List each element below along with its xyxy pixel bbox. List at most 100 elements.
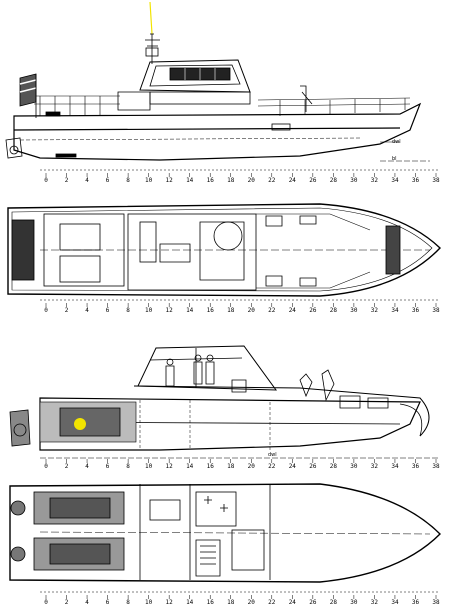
frame-label: 24 bbox=[289, 599, 297, 606]
frame-label: 32 bbox=[371, 599, 379, 606]
wheelhouse bbox=[139, 59, 251, 93]
frame-label: 6 bbox=[106, 307, 110, 314]
frame-label: 24 bbox=[289, 177, 297, 184]
frame-label: 30 bbox=[350, 177, 358, 184]
frame-label: 38 bbox=[432, 307, 440, 314]
frame-label: 14 bbox=[186, 307, 194, 314]
frame-label: 28 bbox=[330, 307, 338, 314]
frame-label: 16 bbox=[207, 599, 215, 606]
frame-label: 12 bbox=[166, 177, 174, 184]
inboard-hull bbox=[39, 397, 421, 451]
frame-label: 22 bbox=[268, 599, 276, 606]
frame-label: 36 bbox=[412, 463, 420, 470]
frame-label: 14 bbox=[186, 177, 194, 184]
frame-label: 36 bbox=[412, 307, 420, 314]
frame-label: 4 bbox=[85, 307, 89, 314]
frame-label: 28 bbox=[330, 177, 338, 184]
inboard-profile-view: dwl bbox=[9, 345, 440, 459]
frame-label: 10 bbox=[145, 307, 153, 314]
frame-label: 34 bbox=[391, 463, 399, 470]
frame-label: 24 bbox=[289, 307, 297, 314]
waterline-label-bl: bl bbox=[392, 156, 397, 162]
frame-label: 32 bbox=[371, 177, 379, 184]
frame-label: 36 bbox=[412, 177, 420, 184]
frame-label: 20 bbox=[248, 307, 256, 314]
frame-label: 8 bbox=[126, 177, 130, 184]
frame-label: 10 bbox=[145, 599, 153, 606]
frame-label: 24 bbox=[289, 463, 297, 470]
lower-deck-outline bbox=[9, 483, 441, 583]
frame-label: 20 bbox=[248, 177, 256, 184]
frame-label: 2 bbox=[65, 599, 69, 606]
frame-label: 34 bbox=[391, 177, 399, 184]
frame-label: 4 bbox=[85, 177, 89, 184]
frame-label: 12 bbox=[166, 599, 174, 606]
frame-label: 38 bbox=[432, 463, 440, 470]
frame-label: 32 bbox=[371, 463, 379, 470]
frame-label: 2 bbox=[65, 177, 69, 184]
frame-label: 14 bbox=[186, 463, 194, 470]
frame-label: 22 bbox=[268, 307, 276, 314]
frame-label: 4 bbox=[85, 599, 89, 606]
mast bbox=[145, 33, 160, 64]
hull-profile bbox=[13, 102, 422, 161]
frame-label: 20 bbox=[248, 463, 256, 470]
frame-label: 8 bbox=[126, 463, 130, 470]
frame-label: 6 bbox=[106, 599, 110, 606]
frame-label: 18 bbox=[227, 599, 235, 606]
frame-label: 38 bbox=[432, 177, 440, 184]
frame-label: 32 bbox=[371, 307, 379, 314]
deck-plan-view bbox=[7, 203, 441, 297]
frame-label: 34 bbox=[391, 307, 399, 314]
frame-label: 22 bbox=[268, 177, 276, 184]
frame-label: 0 bbox=[44, 307, 48, 314]
crew-seats bbox=[165, 361, 247, 393]
frame-label: 0 bbox=[44, 599, 48, 606]
frame-label: 18 bbox=[227, 307, 235, 314]
stern-drive bbox=[5, 137, 23, 159]
frame-label: 2 bbox=[65, 463, 69, 470]
frame-label: 30 bbox=[350, 599, 358, 606]
frame-label: 12 bbox=[166, 307, 174, 314]
deck-outline bbox=[7, 203, 441, 297]
frame-label: 26 bbox=[309, 177, 317, 184]
frame-label: 14 bbox=[186, 599, 194, 606]
frame-label: 18 bbox=[227, 177, 235, 184]
frame-label: 22 bbox=[268, 463, 276, 470]
exterior-profile-view: dwl bl bbox=[5, 1, 430, 162]
stern-grating bbox=[11, 219, 35, 281]
deck-hatch bbox=[213, 221, 243, 251]
frame-label: 16 bbox=[207, 463, 215, 470]
aft-railing bbox=[34, 95, 120, 116]
frame-label: 2 bbox=[65, 307, 69, 314]
waterline-label-inboard: dwl bbox=[268, 452, 277, 458]
forward-railing bbox=[257, 97, 411, 116]
bow-grating bbox=[385, 225, 401, 275]
frame-label: 8 bbox=[126, 307, 130, 314]
frame-label: 18 bbox=[227, 463, 235, 470]
frame-label: 30 bbox=[350, 307, 358, 314]
frame-label: 30 bbox=[350, 463, 358, 470]
frame-label: 16 bbox=[207, 307, 215, 314]
frame-label: 28 bbox=[330, 463, 338, 470]
antenna-highlight bbox=[149, 1, 153, 35]
inboard-superstructure bbox=[137, 345, 278, 391]
frame-label: 34 bbox=[391, 599, 399, 606]
engine-highlight bbox=[74, 418, 86, 430]
frame-label: 6 bbox=[106, 177, 110, 184]
frame-label: 36 bbox=[412, 599, 420, 606]
frame-label: 20 bbox=[248, 599, 256, 606]
frame-label: 16 bbox=[207, 177, 215, 184]
frame-label: 0 bbox=[44, 463, 48, 470]
lower-deck-plan-view bbox=[9, 483, 441, 583]
frame-label: 6 bbox=[106, 463, 110, 470]
frame-label: 38 bbox=[432, 599, 440, 606]
frame-label: 26 bbox=[309, 599, 317, 606]
frame-label: 26 bbox=[309, 463, 317, 470]
frame-label: 10 bbox=[145, 463, 153, 470]
